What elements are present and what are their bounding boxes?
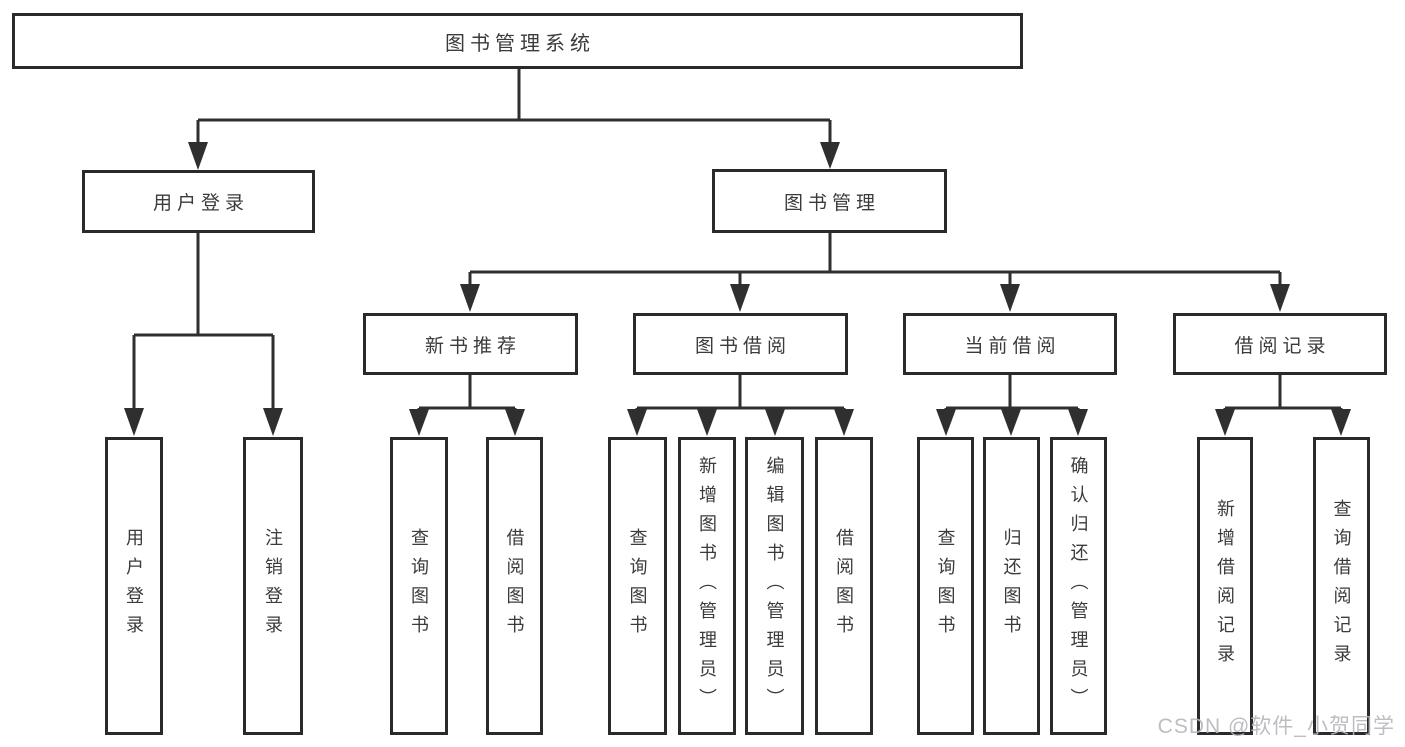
arrowhead [1068, 409, 1088, 436]
leaf-return-books: 归还图书 [983, 437, 1040, 735]
node-new-book-recommend-label: 新书推荐 [424, 335, 521, 357]
leaf-query-books-3: 查询图书 [917, 437, 974, 735]
arrowhead [834, 409, 854, 436]
node-borrowing-records: 借阅记录 [1173, 313, 1387, 375]
arrowhead [1001, 409, 1021, 436]
arrowhead [627, 409, 647, 436]
arrowhead [1215, 409, 1235, 436]
leaf-add-books-admin-label: 新增图书（管理员） [697, 455, 717, 717]
arrowhead [1000, 284, 1020, 312]
leaf-query-books-3-label: 查询图书 [935, 528, 956, 644]
node-root-system: 图书管理系统 [12, 13, 1023, 69]
node-current-borrowing: 当前借阅 [903, 313, 1117, 375]
leaf-add-borrow-record: 新增借阅记录 [1197, 437, 1253, 735]
arrowhead [460, 284, 480, 312]
node-book-borrowing: 图书借阅 [633, 313, 848, 375]
connector-current-borrow-children [936, 375, 1088, 436]
node-book-management-label: 图书管理 [783, 192, 880, 214]
arrowhead [124, 408, 144, 436]
leaf-add-borrow-record-label: 新增借阅记录 [1215, 499, 1235, 673]
node-user-login: 用户登录 [82, 170, 315, 233]
connector-borrow-records-children [1215, 375, 1351, 436]
leaf-edit-books-admin-label: 编辑图书（管理员） [764, 455, 785, 717]
node-root-label: 图书管理系统 [445, 32, 595, 55]
leaf-query-books-1: 查询图书 [390, 437, 448, 735]
connector-root-to-level2 [188, 69, 840, 170]
leaf-borrow-books-2: 借阅图书 [815, 437, 873, 735]
connector-new-book-children [409, 375, 525, 436]
node-current-borrowing-label: 当前借阅 [964, 335, 1061, 357]
leaf-confirm-return-admin-label: 确认归还（管理员） [1068, 455, 1089, 717]
leaf-confirm-return-admin: 确认归还（管理员） [1050, 437, 1107, 735]
arrowhead [1270, 284, 1290, 312]
arrowhead [730, 284, 750, 312]
csdn-watermark: CSDN @软件_小贺同学 [1157, 715, 1395, 738]
arrowhead [505, 409, 525, 436]
connector-book-borrow-children [627, 375, 854, 436]
leaf-query-books-1-label: 查询图书 [409, 528, 429, 644]
node-book-management: 图书管理 [712, 169, 947, 233]
leaf-query-books-2-label: 查询图书 [627, 528, 648, 644]
connector-book-mgmt-to-level3 [460, 233, 1290, 312]
arrowhead [765, 409, 785, 436]
connector-user-login-children [124, 233, 283, 436]
node-new-book-recommend: 新书推荐 [363, 313, 578, 375]
arrowhead [263, 408, 283, 436]
arrowhead [936, 409, 956, 436]
arrowhead [697, 409, 717, 436]
leaf-logout-label: 注销登录 [263, 528, 283, 644]
arrowhead [820, 142, 840, 169]
leaf-user-login-label: 用户登录 [124, 528, 144, 644]
leaf-query-books-2: 查询图书 [608, 437, 667, 735]
leaf-borrow-books-2-label: 借阅图书 [834, 528, 854, 644]
leaf-logout: 注销登录 [243, 437, 303, 735]
node-book-borrowing-label: 图书借阅 [694, 335, 791, 357]
leaf-query-borrow-record: 查询借阅记录 [1313, 437, 1370, 735]
leaf-borrow-books-1: 借阅图书 [486, 437, 543, 735]
arrowhead [1331, 409, 1351, 436]
node-borrowing-records-label: 借阅记录 [1234, 335, 1331, 357]
arrowhead [188, 142, 208, 170]
node-user-login-label: 用户登录 [152, 193, 249, 214]
leaf-add-books-admin: 新增图书（管理员） [678, 437, 736, 735]
leaf-query-borrow-record-label: 查询借阅记录 [1331, 499, 1352, 673]
leaf-return-books-label: 归还图书 [1001, 528, 1022, 644]
leaf-user-login: 用户登录 [105, 437, 163, 735]
leaf-borrow-books-1-label: 借阅图书 [504, 528, 525, 644]
arrowhead [409, 409, 429, 436]
leaf-edit-books-admin: 编辑图书（管理员） [745, 437, 804, 735]
